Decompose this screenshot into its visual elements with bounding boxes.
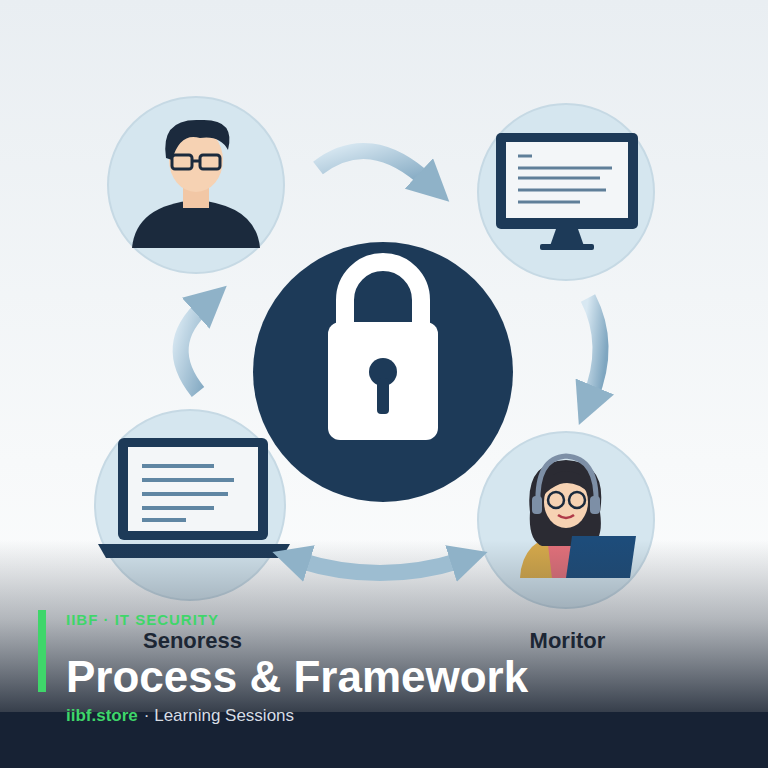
site-label: iibf.store xyxy=(66,706,138,726)
cycle-arrow xyxy=(298,560,462,573)
role-circle: Senoress xyxy=(95,410,290,654)
page-title: Process & Framework xyxy=(66,652,528,702)
category-label: IIBF · IT SECURITY xyxy=(66,611,219,628)
role-circle: Moritor xyxy=(470,432,665,654)
role-label: Senoress xyxy=(95,628,290,654)
role-label: Moritor xyxy=(470,628,665,654)
session-label: · Learning Sessions xyxy=(144,706,294,726)
